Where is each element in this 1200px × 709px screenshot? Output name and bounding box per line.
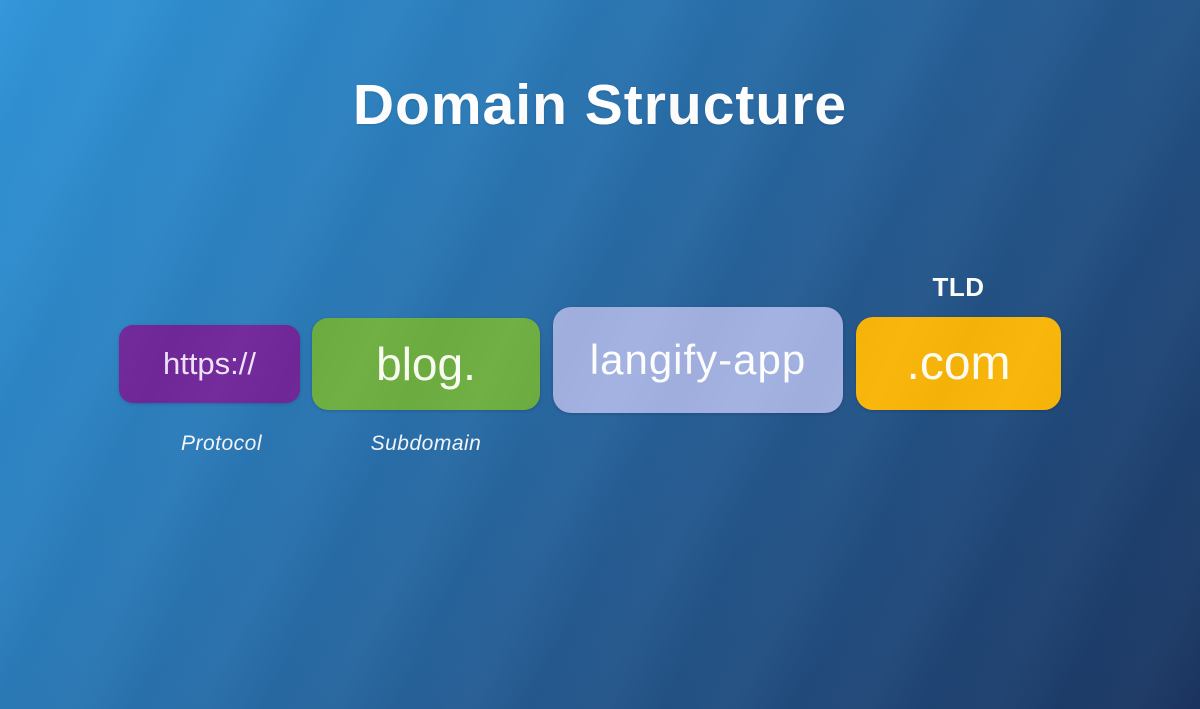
tld-box: .com (856, 317, 1061, 410)
subdomain-caption: Subdomain (370, 432, 482, 455)
protocol-caption: Protocol (180, 432, 263, 455)
domain-box: langify-app (553, 307, 843, 413)
subdomain-box: blog. (312, 318, 540, 410)
subdomain-box-text: blog. (376, 338, 476, 390)
tld-caption: TLD (932, 272, 985, 302)
protocol-box-text: https:// (162, 346, 257, 381)
tld-box-text: .com (906, 337, 1011, 390)
domain-box-text: langify-app (589, 336, 807, 383)
protocol-box: https:// (119, 325, 300, 403)
page-title: Domain Structure (352, 73, 848, 137)
